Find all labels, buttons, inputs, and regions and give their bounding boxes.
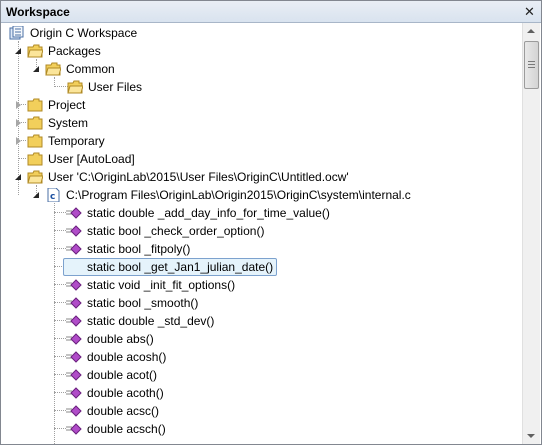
tree-node-function[interactable]: double acot()	[1, 366, 501, 384]
tree-label: double acsch()	[87, 422, 166, 436]
tree-label: double acosh()	[87, 350, 167, 364]
tree-label: Origin C Workspace	[30, 26, 138, 40]
c-source-file-icon: c	[47, 188, 60, 202]
function-icon	[66, 387, 82, 399]
workspace-tree[interactable]: Origin C Workspace Packages Common	[1, 23, 521, 444]
tree-node-function[interactable]: double acsch()	[1, 420, 501, 438]
tree-label: Project	[48, 98, 86, 112]
scroll-up-icon[interactable]	[523, 23, 540, 40]
tree-node-user-autoload[interactable]: User [AutoLoad]	[1, 150, 501, 168]
tree-label: static void _init_fit_options()	[87, 278, 236, 292]
tree-node-function[interactable]: static double _add_day_info_for_time_val…	[1, 204, 501, 222]
folder-icon	[45, 62, 61, 76]
function-icon	[66, 243, 82, 255]
tree-node-function-selected[interactable]: static bool _get_Jan1_julian_date()	[1, 258, 501, 276]
folder-icon	[27, 134, 43, 148]
folder-icon	[27, 170, 43, 184]
function-icon	[66, 423, 82, 435]
collapse-icon[interactable]	[32, 65, 41, 74]
folder-icon	[27, 44, 43, 58]
tree-node-temporary[interactable]: Temporary	[1, 132, 501, 150]
workspace-icon	[9, 26, 24, 40]
tree-node-root[interactable]: Origin C Workspace	[1, 24, 501, 42]
function-icon	[66, 225, 82, 237]
tree-node-function[interactable]: static bool _smooth()	[1, 294, 501, 312]
expand-icon[interactable]	[14, 137, 23, 146]
tree-node-internal-c[interactable]: c C:\Program Files\OriginLab\Origin2015\…	[1, 186, 511, 204]
tree-node-packages[interactable]: Packages	[1, 42, 501, 60]
collapse-icon[interactable]	[32, 191, 41, 200]
tree-label: static double _std_dev()	[87, 314, 215, 328]
tree-label: Common	[66, 62, 115, 76]
function-icon	[66, 405, 82, 417]
tree-label: static bool _get_Jan1_julian_date()	[63, 258, 278, 276]
tree-node-function[interactable]: double acosh()	[1, 348, 501, 366]
vertical-scrollbar[interactable]	[522, 23, 540, 444]
tree-node-function[interactable]: double acsc()	[1, 402, 501, 420]
folder-icon	[27, 116, 43, 130]
tree-label: static bool _check_order_option()	[87, 224, 265, 238]
scroll-down-icon[interactable]	[523, 427, 540, 444]
expand-icon[interactable]	[14, 119, 23, 128]
tree-node-function[interactable]: double acoth()	[1, 384, 501, 402]
tree-node-common[interactable]: Common	[1, 60, 501, 78]
function-icon	[66, 207, 82, 219]
tree-label: double acsc()	[87, 404, 160, 418]
tree-node-function[interactable]: static double _std_dev()	[1, 312, 501, 330]
expand-icon[interactable]	[14, 101, 23, 110]
function-icon	[66, 369, 82, 381]
collapse-icon[interactable]	[14, 47, 23, 56]
scrollbar-thumb[interactable]	[524, 41, 539, 89]
tree-node-function[interactable]: double abs()	[1, 330, 501, 348]
panel-titlebar[interactable]: Workspace ✕	[1, 1, 541, 23]
folder-icon	[27, 98, 43, 112]
function-icon	[66, 351, 82, 363]
folder-icon	[27, 152, 43, 166]
function-icon	[66, 279, 82, 291]
tree-node-user-ocw[interactable]: User 'C:\OriginLab\2015\User Files\Origi…	[1, 168, 511, 186]
close-icon[interactable]: ✕	[524, 4, 535, 19]
tree-node-function[interactable]: static bool _fitpoly()	[1, 240, 501, 258]
svg-text:c: c	[50, 192, 55, 202]
collapse-icon[interactable]	[14, 173, 23, 182]
tree-label: Temporary	[48, 134, 105, 148]
tree-node-function[interactable]: static void _init_fit_options()	[1, 276, 501, 294]
tree-label: static bool _fitpoly()	[87, 242, 191, 256]
function-icon	[66, 315, 82, 327]
tree-label: static bool _smooth()	[87, 296, 199, 310]
tree-label: User 'C:\OriginLab\2015\User Files\Origi…	[48, 170, 349, 184]
panel-title: Workspace	[6, 5, 70, 19]
tree-label: double acot()	[87, 368, 158, 382]
tree-label: Packages	[48, 44, 101, 58]
tree-node-user-files[interactable]: User Files	[1, 78, 501, 96]
tree-label: User Files	[88, 80, 143, 94]
tree-label: C:\Program Files\OriginLab\Origin2015\Or…	[66, 188, 411, 202]
tree-node-function[interactable]: static bool _check_order_option()	[1, 222, 501, 240]
tree-label: static double _add_day_info_for_time_val…	[87, 206, 330, 220]
tree-node-system[interactable]: System	[1, 114, 501, 132]
tree-label: User [AutoLoad]	[48, 152, 135, 166]
tree-node-project[interactable]: Project	[1, 96, 501, 114]
folder-icon	[67, 80, 83, 94]
tree-label: System	[48, 116, 89, 130]
tree-label: double abs()	[87, 332, 154, 346]
function-icon	[66, 297, 82, 309]
function-icon	[66, 333, 82, 345]
tree-label: double acoth()	[87, 386, 164, 400]
